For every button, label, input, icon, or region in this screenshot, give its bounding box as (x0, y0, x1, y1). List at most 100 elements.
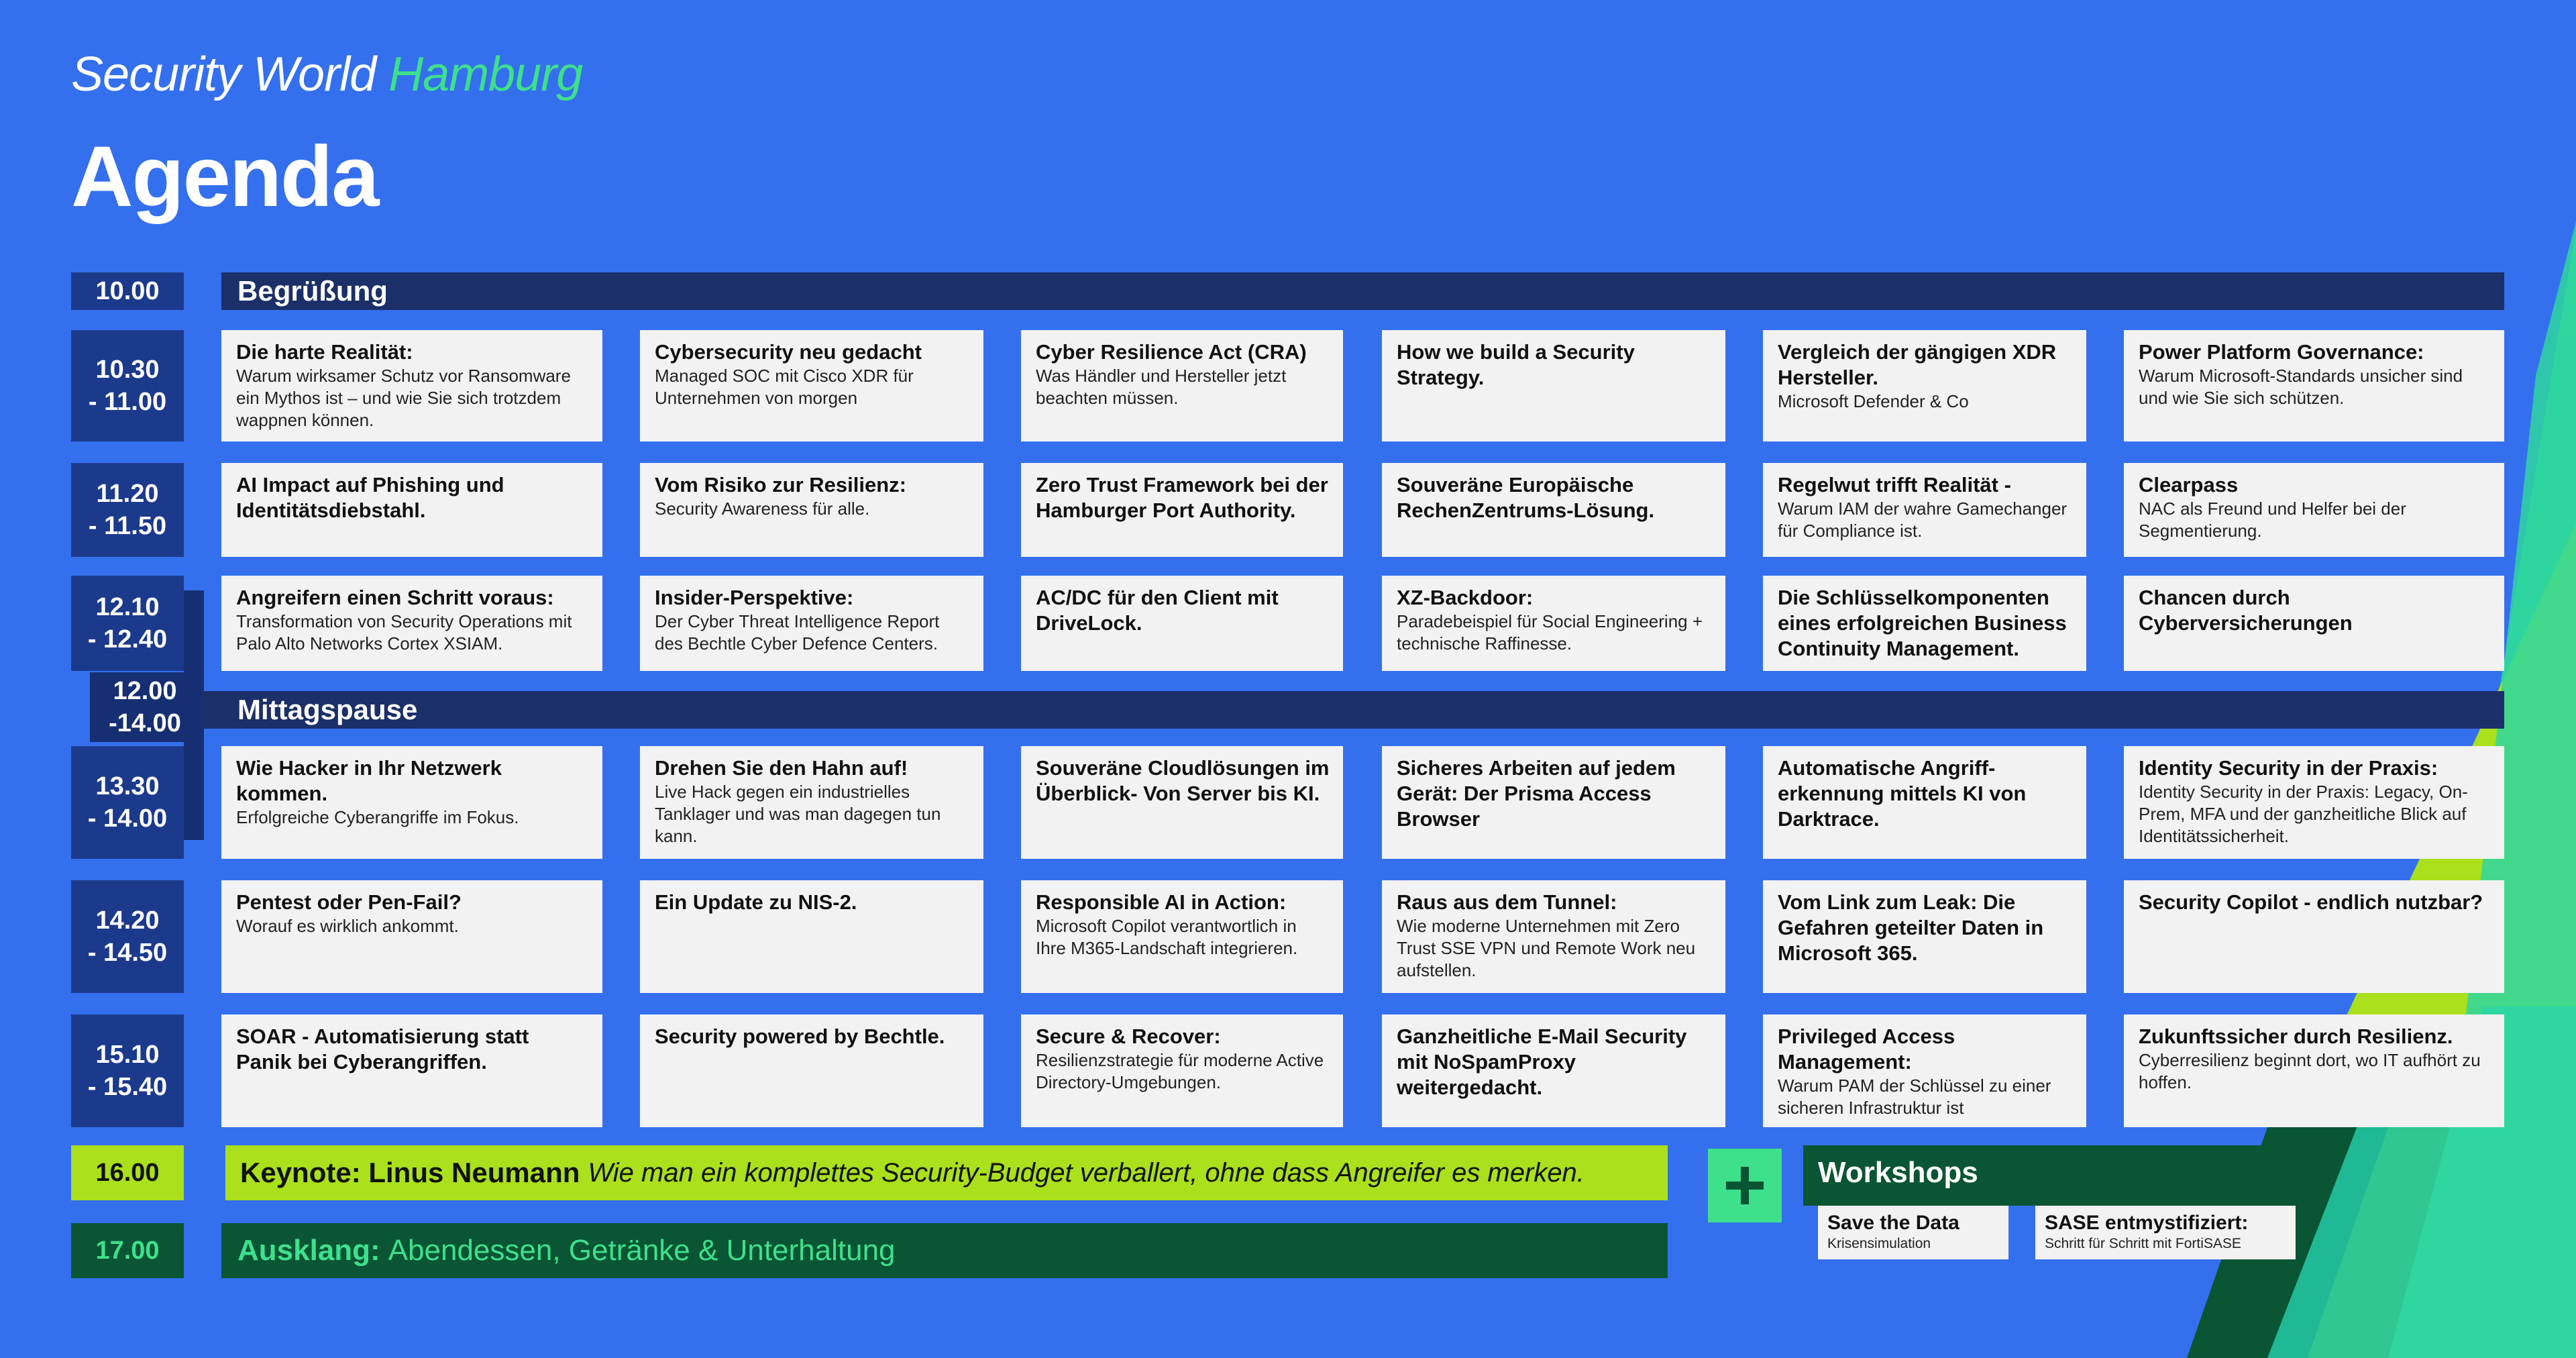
session-card[interactable]: Zero Trust Framework bei der Hamburger P… (1021, 463, 1343, 557)
time-slot: 10.30 - 11.00 (71, 330, 184, 441)
session-title: Drehen Sie den Hahn auf! (655, 756, 908, 780)
session-title: Wie Hacker in Ihr Netzwerk kommen. (236, 756, 502, 805)
keynote-subtitle: Wie man ein komplettes Security-Budget v… (588, 1157, 1585, 1188)
time-slot-ausklang: 17.00 (71, 1223, 184, 1278)
time-slot: 14.20 - 14.50 (71, 880, 184, 993)
time-slot: 13.30 - 14.00 (71, 746, 184, 859)
session-card[interactable]: Ein Update zu NIS-2. (640, 880, 983, 993)
session-title: Die Schlüsselkomponenten eines erfolgrei… (1778, 586, 2067, 660)
session-card[interactable]: Wie Hacker in Ihr Netzwerk kommen.Erfolg… (221, 746, 602, 859)
session-title: SOAR - Automatisierung statt Panik bei C… (236, 1025, 529, 1074)
session-card[interactable]: Identity Security in der Praxis:Identity… (2124, 746, 2504, 859)
session-card[interactable]: Privileged Access Management:Warum PAM d… (1763, 1014, 2086, 1127)
welcome-banner: Begrüßung (221, 272, 2504, 310)
session-title: Power Platform Governance: (2139, 340, 2424, 364)
session-subtitle: Was Händler und Hersteller jetzt beachte… (1036, 366, 1287, 408)
session-card[interactable]: Cyber Resilience Act (CRA)Was Händler un… (1021, 330, 1343, 441)
session-subtitle: NAC als Freund und Helfer bei der Segmen… (2139, 499, 2406, 541)
session-title: AC/DC für den Client mit DriveLock. (1036, 586, 1279, 635)
ausklang-banner: Ausklang: Abendessen, Getränke & Unterha… (221, 1223, 1668, 1278)
session-card[interactable]: How we build a Security Strategy. (1382, 330, 1725, 441)
ausklang-subtitle: Abendessen, Getränke & Unterhaltung (388, 1234, 896, 1267)
session-title: Raus aus dem Tunnel: (1397, 890, 1617, 914)
session-title: Angreifern einen Schritt voraus: (236, 586, 554, 609)
session-card[interactable]: Secure & Recover:Resilienzstrategie für … (1021, 1014, 1343, 1127)
session-title: XZ-Backdoor: (1397, 586, 1534, 609)
session-subtitle: Der Cyber Threat Intelligence Report des… (655, 611, 940, 654)
session-card[interactable]: Insider-Perspektive:Der Cyber Threat Int… (640, 576, 983, 671)
time-slot-welcome: 10.00 (71, 272, 184, 310)
session-title: Secure & Recover: (1036, 1025, 1221, 1048)
session-subtitle: Erfolgreiche Cyberangriffe im Fokus. (236, 807, 519, 827)
session-card[interactable]: XZ-Backdoor:Paradebeispiel für Social En… (1382, 576, 1725, 671)
session-subtitle: Paradebeispiel für Social Engineering + … (1397, 611, 1703, 654)
session-subtitle: Wie moderne Unternehmen mit Zero Trust S… (1397, 916, 1696, 980)
session-subtitle: Cyberresilienz beginnt dort, wo IT aufhö… (2139, 1050, 2481, 1092)
session-title: Automatische Angriff-erkennung mittels K… (1778, 756, 2027, 831)
session-title: Responsible AI in Action: (1036, 890, 1287, 914)
page-title: Agenda (71, 129, 379, 225)
session-title: Souveräne Cloudlösungen im Überblick- Vo… (1036, 756, 1330, 805)
session-card[interactable]: Sicheres Arbeiten auf jedem Gerät: Der P… (1382, 746, 1725, 859)
session-card[interactable]: Vom Risiko zur Resilienz:Security Awaren… (640, 463, 983, 557)
session-card[interactable]: Pentest oder Pen-Fail?Worauf es wirklich… (221, 880, 602, 993)
session-card[interactable]: Power Platform Governance:Warum Microsof… (2124, 330, 2504, 441)
session-card[interactable]: Security powered by Bechtle. (640, 1014, 983, 1127)
session-card[interactable]: Raus aus dem Tunnel:Wie moderne Unterneh… (1382, 880, 1725, 993)
session-card[interactable]: Souveräne Cloudlösungen im Überblick- Vo… (1021, 746, 1343, 859)
keynote-banner[interactable]: Keynote: Linus Neumann Wie man ein kompl… (225, 1145, 1668, 1200)
session-title: Vergleich der gängigen XDR Hersteller. (1778, 340, 2057, 389)
session-title: AI Impact auf Phishing und Identitätsdie… (236, 473, 504, 522)
session-card[interactable]: Vom Link zum Leak: Die Gefahren geteilte… (1763, 880, 2086, 993)
session-title: Cybersecurity neu gedacht (655, 340, 922, 364)
session-title: Chancen durch Cyberversicherungen (2139, 586, 2353, 635)
session-title: Sicheres Arbeiten auf jedem Gerät: Der P… (1397, 756, 1676, 831)
session-card[interactable]: Angreifern einen Schritt voraus:Transfor… (221, 576, 602, 671)
session-title: Zero Trust Framework bei der Hamburger P… (1036, 473, 1328, 522)
session-card[interactable]: Souveräne Europäische RechenZentrums-Lös… (1382, 463, 1725, 557)
workshop-subtitle: Schritt für Schritt mit FortiSASE (2045, 1236, 2241, 1251)
session-card[interactable]: Die Schlüsselkomponenten eines erfolgrei… (1763, 576, 2086, 671)
lunch-banner: Mittagspause (201, 691, 2504, 729)
keynote-label: Keynote: Linus Neumann (240, 1157, 580, 1188)
session-card[interactable]: Security Copilot - endlich nutzbar? (2124, 880, 2504, 993)
session-card[interactable]: Regelwut trifft Realität -Warum IAM der … (1763, 463, 2086, 557)
session-title: Insider-Perspektive: (655, 586, 854, 609)
session-subtitle: Warum Microsoft-Standards unsicher sind … (2139, 366, 2463, 408)
session-title: Vom Risiko zur Resilienz: (655, 473, 906, 497)
session-card[interactable]: Automatische Angriff-erkennung mittels K… (1763, 746, 2086, 859)
session-title: Security powered by Bechtle. (655, 1025, 945, 1048)
session-title: Vom Link zum Leak: Die Gefahren geteilte… (1778, 890, 2044, 965)
session-card[interactable]: SOAR - Automatisierung statt Panik bei C… (221, 1014, 602, 1127)
workshops-header: Workshops (1803, 1145, 2277, 1206)
session-card[interactable]: Responsible AI in Action:Microsoft Copil… (1021, 880, 1343, 993)
session-subtitle: Resilienzstrategie für moderne Active Di… (1036, 1050, 1324, 1092)
workshop-title: SASE entmystifiziert: (2045, 1212, 2249, 1234)
session-title: Privileged Access Management: (1778, 1025, 1955, 1074)
session-subtitle: Warum IAM der wahre Gamechanger für Comp… (1778, 499, 2068, 541)
time-slot-lunch: 12.00 -14.00 (90, 672, 200, 742)
workshop-subtitle: Krisensimulation (1827, 1236, 1931, 1251)
workshop-card[interactable]: Save the Data Krisensimulation (1818, 1206, 2008, 1259)
session-title: How we build a Security Strategy. (1397, 340, 1635, 389)
session-title: Die harte Realität: (236, 340, 413, 364)
event-name-prefix: Security World (71, 48, 376, 101)
session-card[interactable]: Die harte Realität:Warum wirksamer Schut… (221, 330, 602, 441)
session-subtitle: Microsoft Copilot verantwortlich in Ihre… (1036, 916, 1298, 958)
session-card[interactable]: Vergleich der gängigen XDR Hersteller.Mi… (1763, 330, 2086, 441)
session-subtitle: Security Awareness für alle. (655, 499, 870, 519)
time-slot: 15.10 - 15.40 (71, 1014, 184, 1127)
plus-icon (1708, 1149, 1782, 1222)
session-card[interactable]: AI Impact auf Phishing und Identitätsdie… (221, 463, 602, 557)
session-card[interactable]: AC/DC für den Client mit DriveLock. (1021, 576, 1343, 671)
session-title: Clearpass (2139, 473, 2239, 497)
session-card[interactable]: Zukunftssicher durch Resilienz.Cyberresi… (2124, 1014, 2504, 1127)
session-subtitle: Live Hack gegen ein industrielles Tankla… (655, 782, 941, 846)
session-title: Cyber Resilience Act (CRA) (1036, 340, 1307, 364)
session-card[interactable]: Chancen durch Cyberversicherungen (2124, 576, 2504, 671)
workshop-card[interactable]: SASE entmystifiziert: Schritt für Schrit… (2035, 1206, 2296, 1259)
session-card[interactable]: Ganzheitliche E-Mail Security mit NoSpam… (1382, 1014, 1725, 1127)
session-card[interactable]: Drehen Sie den Hahn auf!Live Hack gegen … (640, 746, 983, 859)
